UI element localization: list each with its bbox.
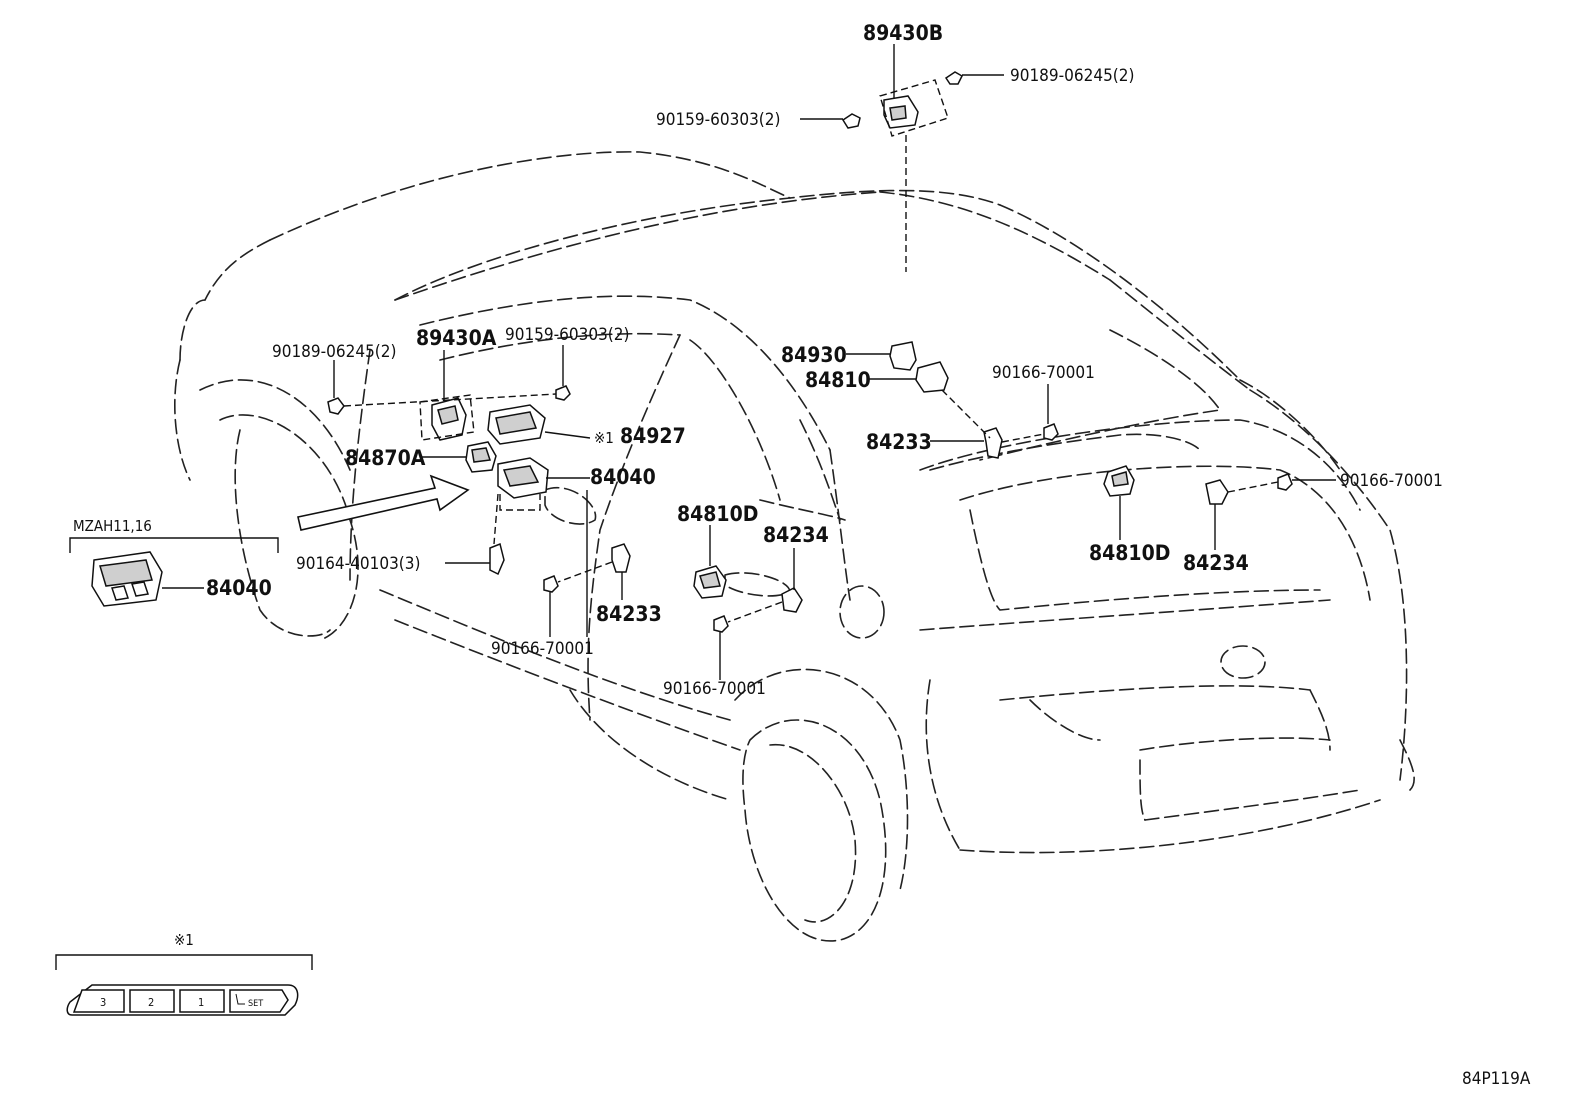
screw-top-left [841,113,861,129]
part-84040-door-switch [497,457,549,511]
label-84233-door: 84233 [596,602,662,626]
part-84810d-door [693,565,727,599]
screw-90159-mid [555,385,571,401]
screw-top-right [944,71,963,85]
inset-switch: ※1 3 2 1 SET [66,931,299,1016]
seat-icon [235,993,245,1005]
label-90189-mid: 90189-06245(2) [272,342,396,362]
label-84810d-rear: 84810D [1089,541,1170,565]
label-90189-top: 90189-06245(2) [1010,66,1134,86]
parts [91,71,1293,633]
label-84234-rear: 84234 [1183,551,1249,575]
variant-header: MZAH11,16 [73,517,152,535]
part-84234-door [781,587,803,613]
label-84233-right: 84233 [866,430,932,454]
inset-button-1: 1 [179,989,225,1013]
inset-button-set-label: SET [248,999,263,1009]
part-84927-switch [487,404,546,445]
part-84234-rear [1205,479,1229,505]
label-90159-mid: 90159-60303(2) [505,325,629,345]
screw-90166-upper [1043,423,1059,441]
label-89430a: 89430A [416,326,497,350]
label-90166-upper: 90166-70001 [992,363,1095,383]
label-90166-lower: 90166-70001 [663,679,766,699]
inset-button-3-label: 3 [100,996,106,1009]
inset-button-1-label: 1 [198,996,204,1009]
part-89430b-sensor [883,95,919,129]
part-84810-switch [915,361,949,393]
inset-button-set: SET [229,989,289,1013]
label-84930: 84930 [781,343,847,367]
inset-button-2-label: 2 [148,996,154,1009]
drawing-code: 84P119A [1462,1069,1531,1089]
screw-90166-door [543,575,559,593]
inset-button-3: 3 [72,989,125,1013]
label-84870a: 84870A [345,446,426,470]
label-84810d-door: 84810D [677,502,758,526]
direction-arrow [297,474,470,531]
label-90164: 90164-40103(3) [296,554,420,574]
part-84870a-switch [465,441,497,473]
label-90159-top: 90159-60303(2) [656,110,780,130]
screw-90166-lower [713,615,729,633]
vehicle-body-outline [174,151,1415,942]
part-89430a-sensor [431,397,467,441]
part-84810d-rear [1103,465,1135,497]
label-84040-door: 84040 [590,465,656,489]
screw-90164 [489,542,505,576]
inset-header: ※1 [174,931,194,949]
part-84040-variant-switch [91,551,163,607]
screw-90166-right [1277,473,1293,491]
part-labels: 89430B 90189-06245(2) 90159-60303(2) 894… [73,21,1443,699]
part-84233-door [611,543,631,573]
part-84930-switch [889,341,917,371]
label-90166-right: 90166-70001 [1340,471,1443,491]
label-90166-door: 90166-70001 [491,639,594,659]
label-84810: 84810 [805,368,871,392]
label-84234-door: 84234 [763,523,829,547]
label-84927: 84927 [620,424,686,448]
part-84233-right [983,427,1003,459]
label-89430b: 89430B [863,21,943,45]
label-84927-ref: ※1 [594,429,614,447]
leader-lines [55,44,1336,970]
inset-button-2: 2 [129,989,175,1013]
label-84040-variant: 84040 [206,576,272,600]
screw-90189-mid [327,397,345,415]
